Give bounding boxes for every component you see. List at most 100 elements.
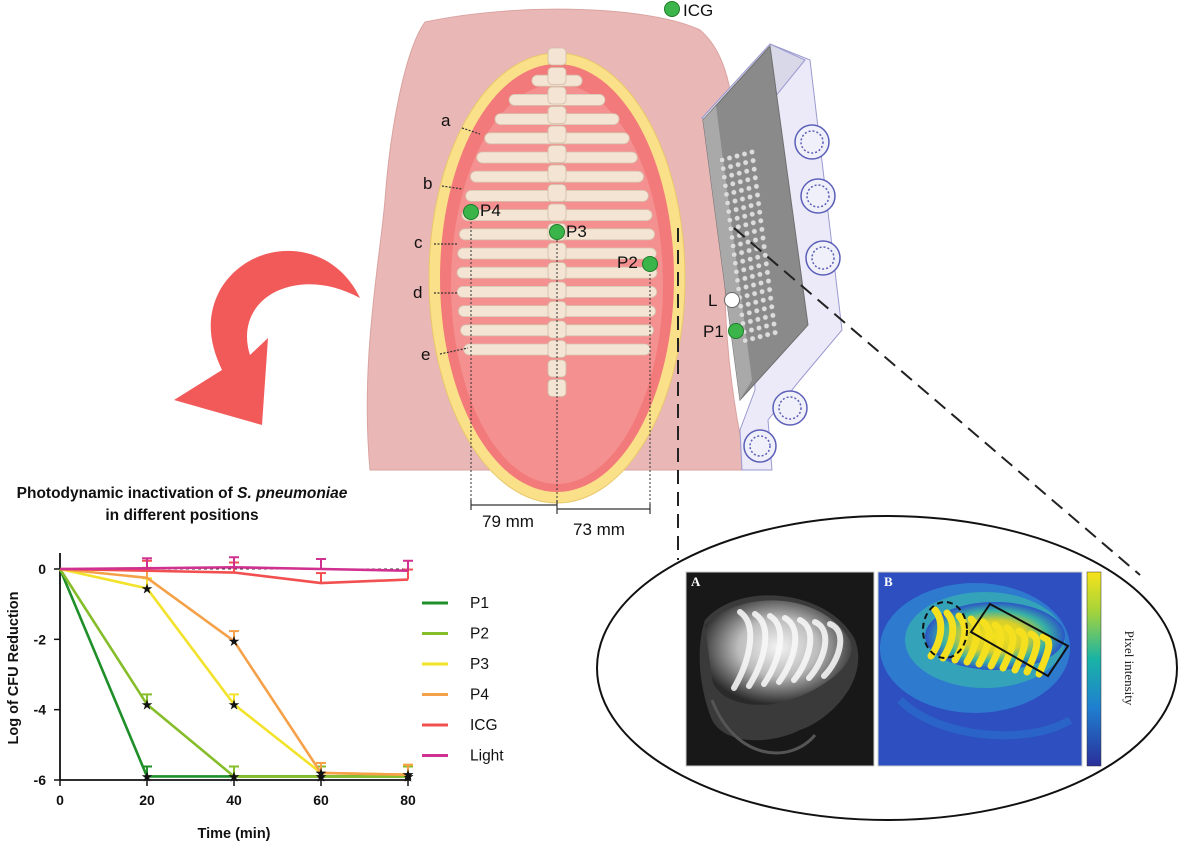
led	[754, 254, 761, 261]
led	[747, 318, 754, 325]
significance-star: ★	[228, 697, 241, 713]
vertebra	[547, 145, 567, 163]
led	[739, 196, 746, 202]
led	[743, 284, 749, 290]
svg-text:P2: P2	[617, 253, 638, 272]
led	[742, 221, 749, 228]
series-line-p4	[59, 567, 409, 777]
led	[732, 198, 738, 204]
marker-p2: P2	[617, 253, 658, 272]
led	[731, 251, 737, 258]
led	[746, 309, 753, 316]
led	[743, 168, 750, 175]
led	[726, 155, 733, 161]
led	[763, 260, 770, 267]
series-line-p3	[59, 567, 409, 777]
led	[750, 219, 757, 226]
led	[736, 170, 743, 177]
led	[755, 200, 762, 207]
led	[761, 243, 767, 250]
heat-rib-stripe	[927, 606, 945, 660]
led	[757, 271, 763, 278]
chart-title-line1: Photodynamic inactivation of S. pneumoni…	[17, 485, 348, 502]
led	[759, 288, 765, 295]
heat-rib-stripe	[939, 609, 957, 662]
significance-star: ★	[402, 768, 415, 784]
led	[722, 182, 729, 189]
position-markers: ICG P4 P3 P2 L P1	[463, 1, 744, 341]
colorbar-label: Pixel intensity	[1122, 631, 1137, 706]
led	[756, 325, 762, 331]
heat-rib-stripe	[975, 618, 993, 668]
led	[744, 176, 751, 183]
line-chart: Photodynamic inactivation of S. pneumoni…	[6, 485, 504, 842]
led	[735, 286, 742, 292]
led	[744, 230, 750, 237]
led	[746, 185, 752, 192]
legend-label-icg: ICG	[470, 717, 498, 734]
led	[748, 202, 754, 209]
marker-l: L	[708, 291, 740, 310]
led	[740, 320, 746, 327]
led	[751, 228, 758, 235]
y-tick-label: -4	[34, 702, 47, 718]
image-panel-a	[686, 572, 874, 766]
heat-rib-stripe	[963, 615, 981, 666]
led	[734, 215, 741, 222]
led	[726, 217, 733, 224]
led	[740, 204, 747, 211]
vertebra	[547, 106, 567, 124]
led	[767, 295, 774, 302]
y-tick-label: 0	[38, 561, 46, 577]
led	[742, 159, 749, 166]
marker-p3: P3	[549, 222, 587, 241]
led	[740, 266, 747, 273]
led	[721, 174, 728, 181]
vertebra	[547, 125, 567, 144]
legend-label-p4: P4	[470, 687, 489, 704]
led-array	[719, 149, 778, 344]
led	[742, 275, 748, 282]
led	[752, 174, 759, 181]
led	[735, 223, 742, 230]
led	[734, 277, 741, 284]
vertebra	[547, 67, 567, 85]
led	[739, 258, 746, 265]
chart-axes	[59, 553, 410, 781]
x-tick-label: 40	[226, 792, 242, 808]
led	[752, 299, 759, 306]
legend-label-light: Light	[470, 748, 504, 765]
led	[759, 226, 765, 233]
significance-star: ★	[228, 769, 241, 785]
led	[729, 180, 736, 187]
led	[724, 200, 731, 206]
y-tick-label: -6	[34, 772, 47, 788]
svg-text:P1: P1	[703, 322, 724, 341]
led	[733, 268, 740, 275]
led	[727, 163, 734, 170]
marker-p4: P4	[463, 201, 501, 220]
image-panel-b	[878, 572, 1082, 766]
x-axis-label: Time (min)	[197, 826, 270, 842]
led	[768, 303, 775, 310]
legend-label-p3: P3	[470, 656, 489, 673]
led	[752, 237, 759, 243]
rib-stripe	[776, 615, 799, 685]
dimension-arrows	[470, 500, 651, 514]
led	[738, 187, 745, 194]
led	[755, 316, 761, 323]
led	[763, 323, 770, 329]
dimension-79mm: 79 mm	[482, 512, 534, 531]
led	[747, 194, 753, 200]
led	[761, 305, 768, 312]
led	[729, 234, 735, 241]
led	[744, 292, 750, 299]
vertebra	[547, 203, 567, 222]
led	[750, 282, 757, 288]
rib-stripe	[761, 613, 784, 687]
led	[732, 260, 739, 267]
torso-illustration	[366, 8, 746, 504]
led	[756, 209, 763, 216]
led	[730, 243, 736, 249]
